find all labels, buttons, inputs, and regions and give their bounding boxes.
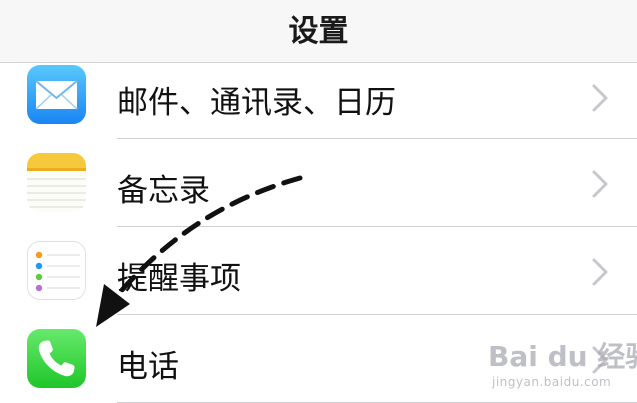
- watermark-url: jingyan.baidu.com: [492, 375, 612, 389]
- watermark-brand: Bai du 经验: [488, 340, 637, 373]
- settings-row-mail[interactable]: 邮件、通讯录、日历: [0, 63, 637, 139]
- settings-row-label: 邮件、通讯录、日历: [117, 85, 396, 121]
- page-title: 设置: [288, 14, 349, 49]
- settings-row-notes[interactable]: 备忘录: [0, 139, 637, 227]
- settings-row-label: 电话: [117, 349, 179, 385]
- phone-icon: [27, 329, 86, 388]
- chevron-right-icon: [590, 83, 610, 113]
- notes-icon: [27, 153, 86, 212]
- settings-row-reminders[interactable]: 提醒事项: [0, 227, 637, 315]
- mail-icon: [27, 65, 86, 124]
- chevron-right-icon: [590, 257, 610, 287]
- nav-bar: 设置: [0, 0, 637, 63]
- reminders-icon: [27, 241, 86, 300]
- row-separator: [117, 138, 637, 139]
- row-separator: [117, 314, 637, 315]
- settings-row-label: 提醒事项: [117, 261, 241, 297]
- settings-row-label: 备忘录: [117, 173, 210, 209]
- chevron-right-icon: [590, 345, 610, 375]
- chevron-right-icon: [590, 169, 610, 199]
- baidu-watermark: Bai du 经验 jingyan.baidu.com: [488, 333, 637, 401]
- row-separator: [117, 226, 637, 227]
